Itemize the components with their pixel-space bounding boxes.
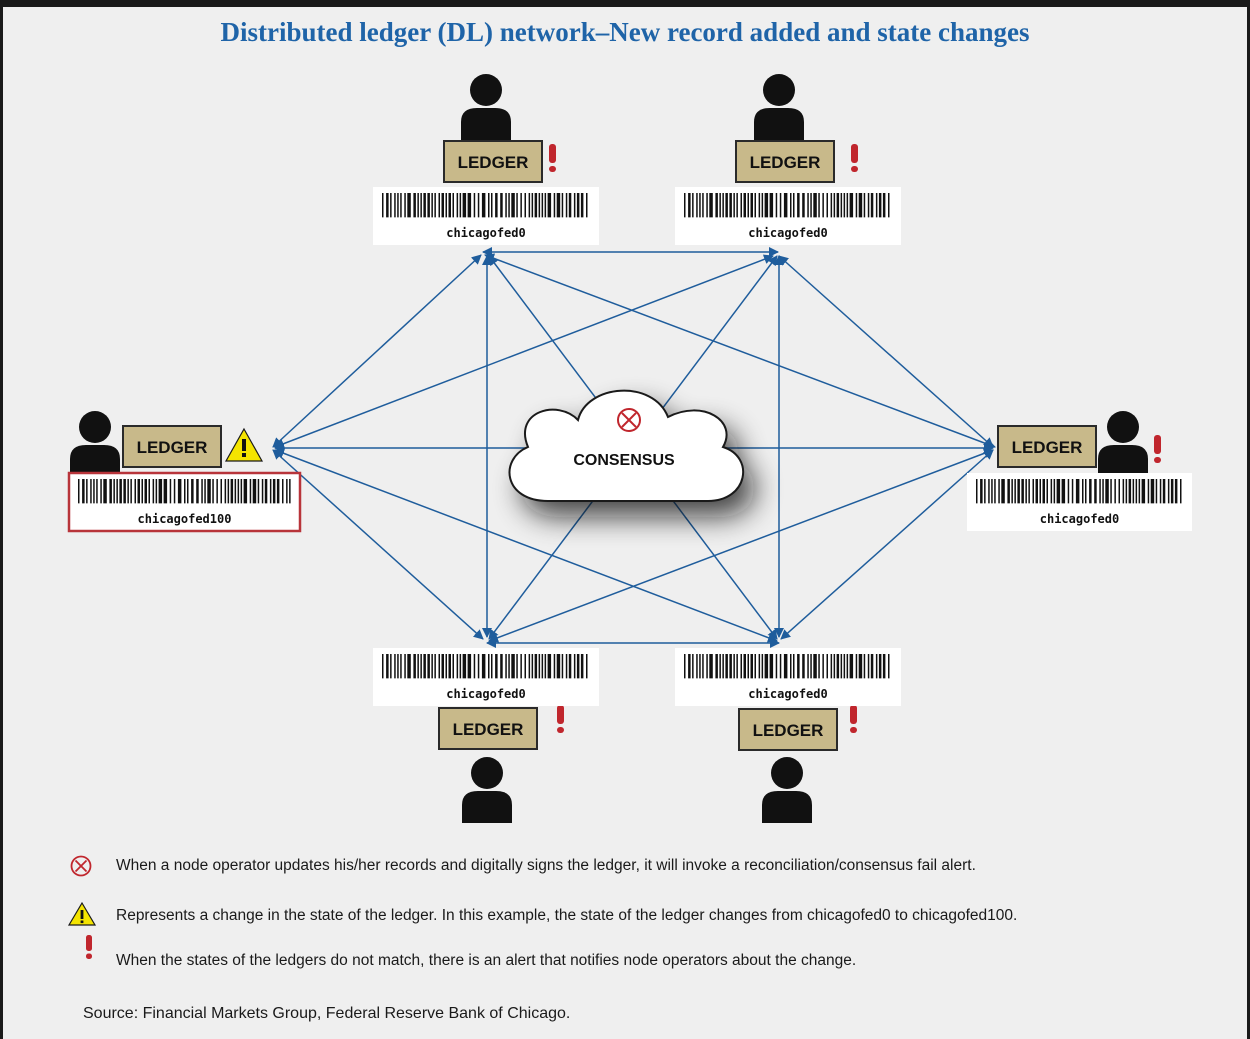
ledger-node-top-right: LEDGER chicagofed0 <box>675 74 901 245</box>
consensus-fail-icon <box>617 408 641 432</box>
barcode-label: chicagofed0 <box>373 187 599 245</box>
ledger-node-bottom-right: LEDGER chicagofed0 <box>675 648 901 823</box>
barcode-bars <box>976 479 1182 504</box>
ledger-box: LEDGER <box>443 140 543 183</box>
ledger-box: LEDGER <box>735 140 835 183</box>
barcode-text: chicagofed0 <box>748 226 827 240</box>
legend-text: Represents a change in the state of the … <box>116 907 1018 924</box>
exclamation-icon <box>549 144 556 172</box>
link-right-bottomright <box>780 449 994 640</box>
source-note: Source: Financial Markets Group, Federal… <box>83 1005 571 1022</box>
exclamation-icon <box>851 144 858 172</box>
person-icon <box>462 757 512 823</box>
link-topleft-left <box>272 254 482 448</box>
barcode-bars <box>78 479 291 504</box>
cloud-shape <box>508 389 745 502</box>
exclamation-icon <box>86 935 92 959</box>
barcode-text: chicagofed100 <box>138 512 232 526</box>
ledger-label: LEDGER <box>753 721 824 740</box>
barcode-bars <box>382 654 588 679</box>
consensus-fail-icon <box>70 855 92 877</box>
ledger-node-bottom-left: LEDGER chicagofed0 <box>373 648 599 823</box>
ledger-node-top-left: LEDGER chicagofed0 <box>373 74 599 245</box>
ledger-label: LEDGER <box>458 153 529 172</box>
consensus-cloud: CONSENSUS <box>508 389 756 517</box>
barcode-text: chicagofed0 <box>446 226 525 240</box>
nodes-layer: LEDGERchicagofed0LEDGERchicagofed0LEDGER… <box>67 74 1192 823</box>
person-icon <box>461 74 511 140</box>
barcode-text: chicagofed0 <box>446 687 525 701</box>
barcode-label: chicagofed0 <box>675 648 901 706</box>
barcode-bars <box>382 193 588 218</box>
person-icon <box>754 74 804 140</box>
person-icon <box>70 411 120 477</box>
link-topright-right <box>778 255 994 448</box>
ledger-box: LEDGER <box>122 425 222 468</box>
exclamation-icon <box>850 705 857 733</box>
barcode-label: chicagofed0 <box>967 473 1192 531</box>
ledger-label: LEDGER <box>750 153 821 172</box>
exclamation-icon <box>1154 435 1161 463</box>
figure-title: Distributed ledger (DL) network–New reco… <box>220 17 1030 47</box>
barcode-bars <box>684 193 890 218</box>
legend-text: When a node operator updates his/her rec… <box>116 857 976 874</box>
warning-triangle-icon <box>67 901 97 926</box>
barcode-text: chicagofed0 <box>748 687 827 701</box>
ledger-label: LEDGER <box>137 438 208 457</box>
ledger-node-right: LEDGER chicagofed0 <box>967 411 1192 531</box>
ledger-box: LEDGER <box>738 708 838 751</box>
barcode-label: chicagofed0 <box>675 187 901 245</box>
person-icon <box>762 757 812 823</box>
exclamation-icon <box>557 705 564 733</box>
ledger-box: LEDGER <box>997 425 1097 468</box>
ledger-label: LEDGER <box>453 720 524 739</box>
ledger-node-left: LEDGER chicagofed100 <box>67 411 302 533</box>
warning-triangle-icon <box>224 427 264 462</box>
ledger-label: LEDGER <box>1012 438 1083 457</box>
ledger-box: LEDGER <box>438 707 538 750</box>
consensus-label: CONSENSUS <box>573 452 675 469</box>
link-left-bottomleft <box>272 449 484 640</box>
barcode-bars <box>684 654 890 679</box>
barcode-label: chicagofed0 <box>373 648 599 706</box>
network-diagram: CONSENSUS LEDGERchicagofed0LEDGERchicago… <box>67 74 1192 823</box>
person-icon <box>1098 411 1148 477</box>
barcode-label: chicagofed100 <box>67 471 302 533</box>
barcode-text: chicagofed0 <box>1040 512 1119 526</box>
legend-text: When the states of the ledgers do not ma… <box>116 952 857 969</box>
